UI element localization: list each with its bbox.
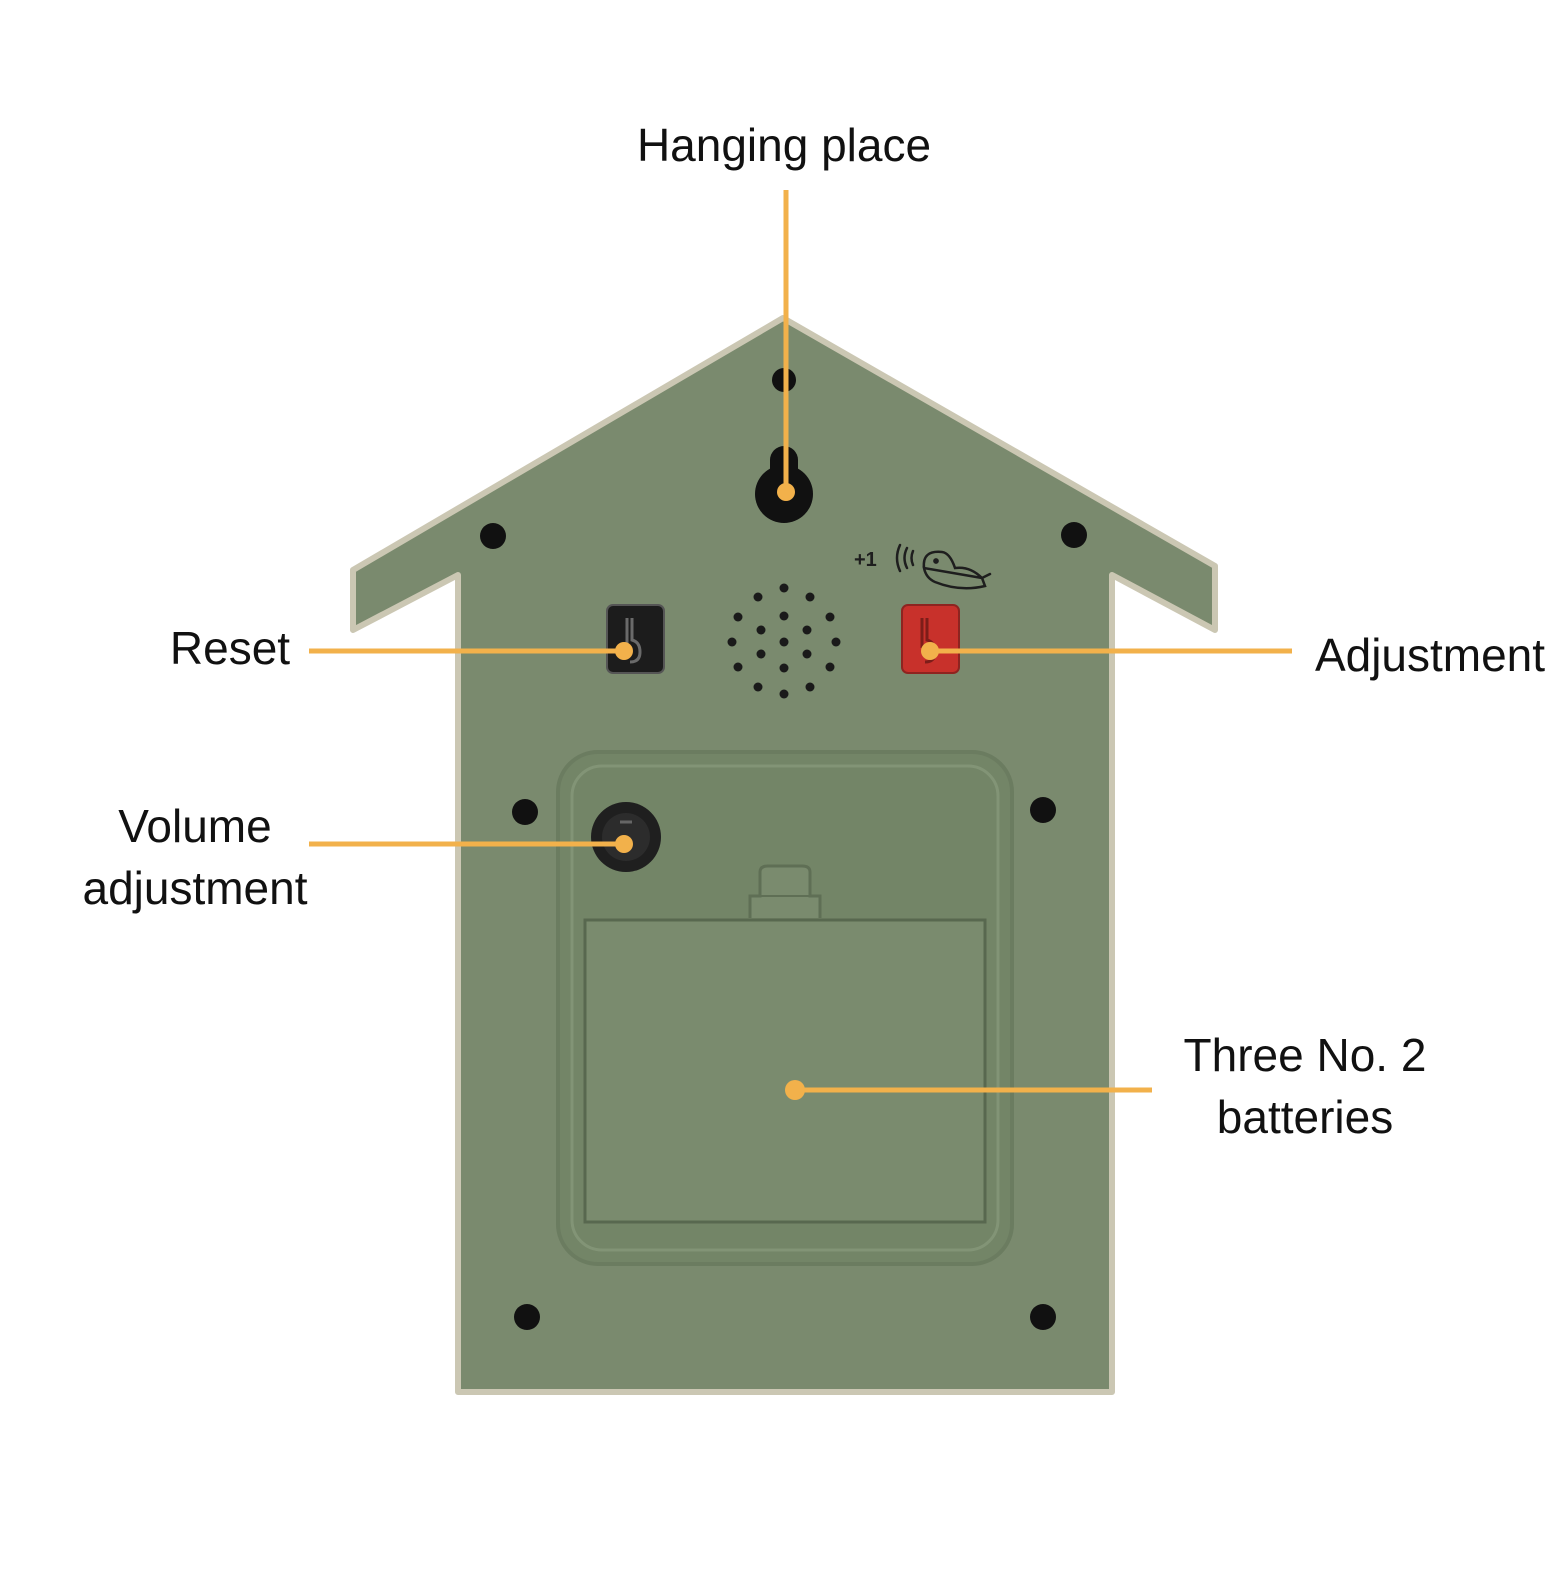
bird-sound-icon — [895, 543, 992, 590]
sound-count-label: +1 — [854, 549, 877, 571]
callout-dot-batteries — [785, 1080, 805, 1100]
reset-button-icon — [606, 604, 665, 674]
label-volume-adjustment: Volume adjustment — [82, 800, 308, 914]
screw-hole — [480, 523, 506, 549]
callout-dot-adjustment — [921, 642, 939, 660]
label-batteries: Three No. 2 batteries — [1183, 1029, 1427, 1143]
callout-lines — [309, 190, 1292, 1100]
battery-cover-icon — [583, 918, 987, 1224]
speaker-grille-icon — [727, 583, 841, 699]
screw-holes — [480, 368, 1087, 1330]
battery-cover-latch — [748, 864, 822, 918]
screw-hole — [1061, 522, 1087, 548]
screw-hole — [514, 1304, 540, 1330]
label-adjustment: Adjustment — [1314, 629, 1546, 681]
screw-hole — [1030, 1304, 1056, 1330]
callout-dot-volume — [615, 835, 633, 853]
screw-hole — [512, 799, 538, 825]
callout-dot-reset — [615, 642, 633, 660]
callout-dot-hanging — [777, 483, 795, 501]
adjustment-button-icon — [901, 604, 960, 674]
label-reset: Reset — [169, 622, 291, 674]
label-hanging-place: Hanging place — [636, 119, 932, 171]
screw-hole — [1030, 797, 1056, 823]
